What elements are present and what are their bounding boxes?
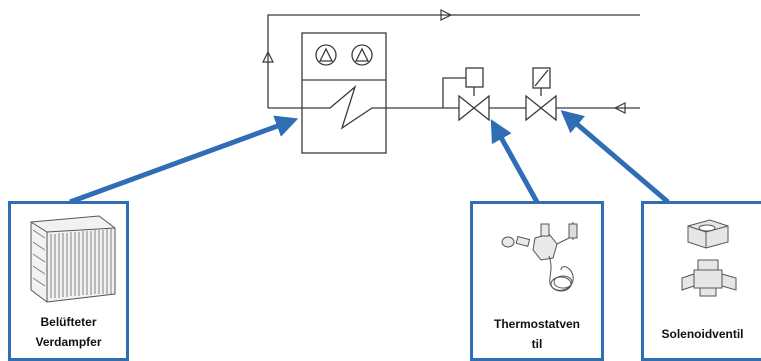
solenoid-valve-symbol (525, 67, 557, 122)
callout-arrow-evaporator (69, 115, 299, 205)
callout-arrow-solenoid (560, 110, 670, 204)
flow-arrow-top (440, 9, 453, 21)
callout-arrow-thermostatic (490, 119, 540, 204)
evaporator-label: Belüfteter Verdampfer (35, 315, 102, 349)
solenoid-valve-image (681, 219, 737, 297)
flow-arrow-left (262, 50, 274, 63)
solenoid-valve-label: Solenoidventil (661, 327, 744, 341)
evaporator-image (30, 215, 116, 303)
evaporator-box: Belüfteter Verdampfer (8, 201, 129, 361)
thermostatic-valve-image (501, 222, 578, 292)
thermostatic-valve-box: Thermostatven til (470, 201, 604, 361)
evaporator-unit (268, 32, 640, 154)
solenoid-valve-box: Solenoidventil (641, 201, 761, 361)
flow-arrow-inlet (613, 102, 626, 114)
top-pipe (267, 14, 640, 108)
thermostatic-valve-symbol (442, 67, 490, 122)
thermostatic-valve-label: Thermostatven til (493, 317, 581, 351)
